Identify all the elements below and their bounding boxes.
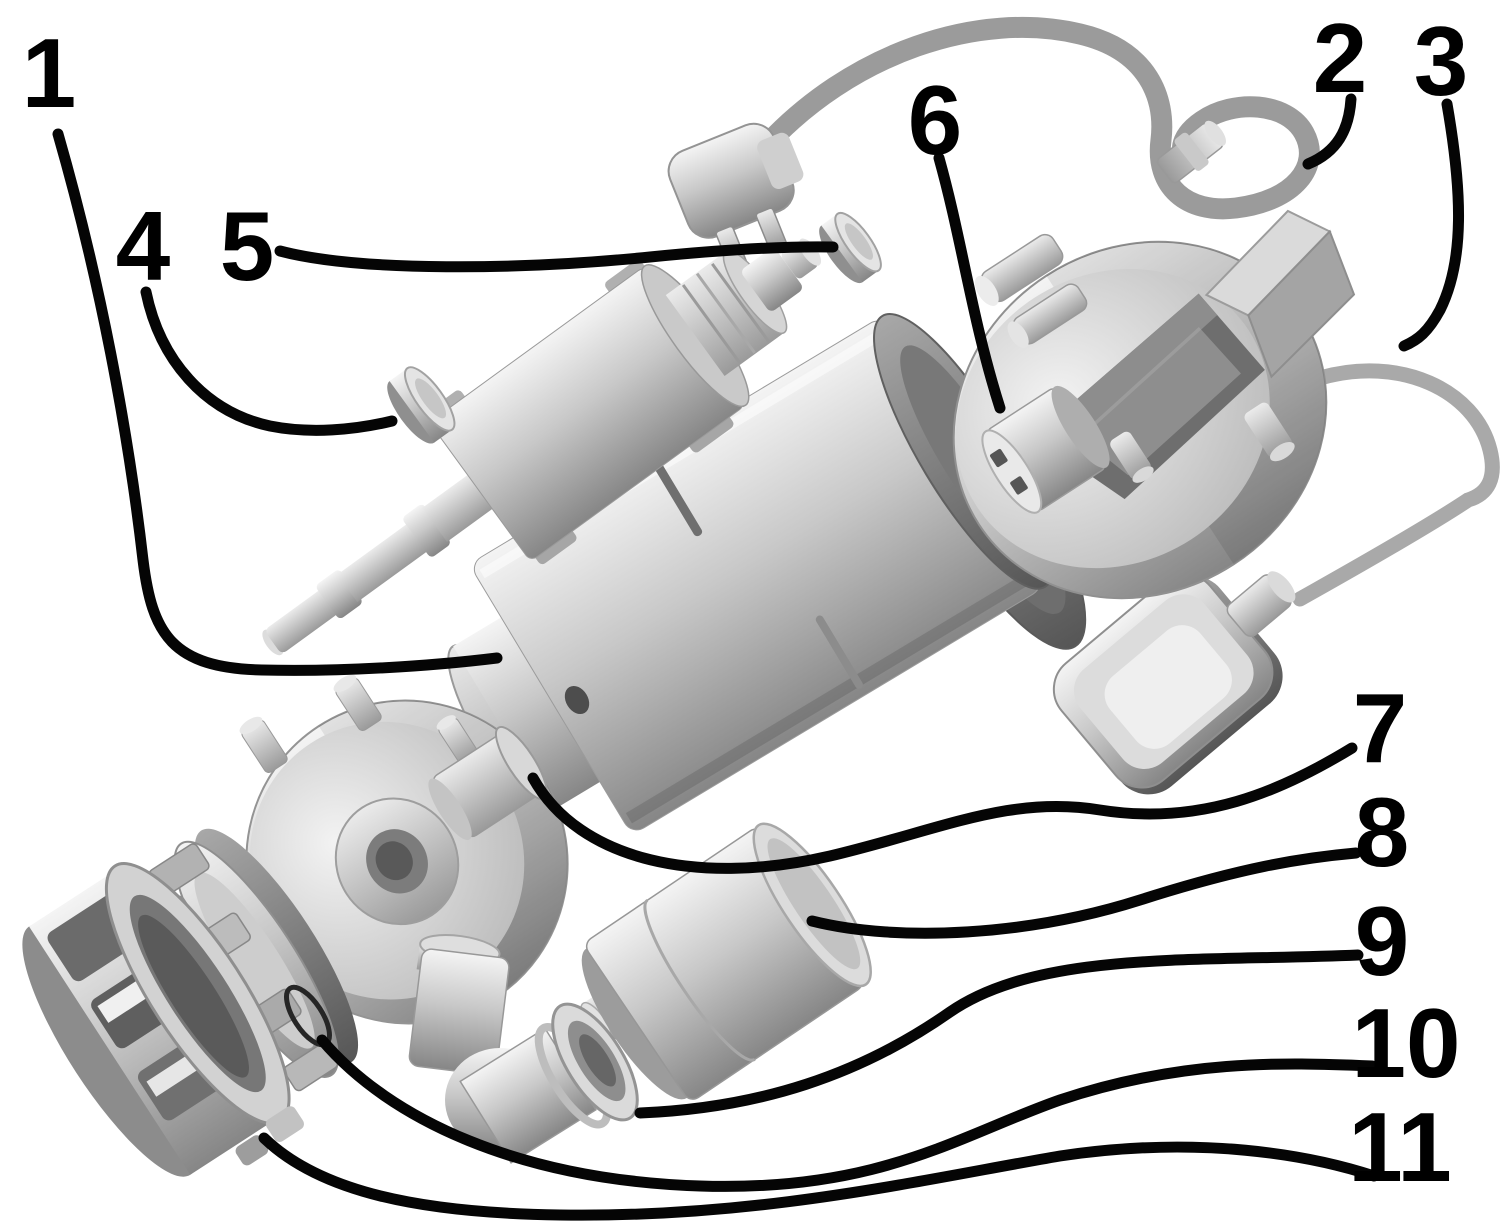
power-cord — [751, 16, 1320, 220]
capacitor-terminal-slot — [990, 448, 1008, 468]
housing-stud — [1244, 402, 1295, 462]
strainer-base — [22, 862, 304, 1177]
volute-stud — [239, 716, 288, 774]
motor-vent-slit — [652, 459, 703, 537]
strainer-foot — [235, 1135, 269, 1166]
motor-screw-hole — [564, 685, 590, 715]
leader-line-4-bearing-disc-front — [140, 286, 398, 436]
callout-number-8: 8 — [1355, 777, 1410, 887]
strainer-foot — [265, 1106, 304, 1142]
cable-clamp-bracket — [1204, 209, 1356, 379]
shaft-end — [266, 590, 338, 653]
leader-line-7-mechanical-seal — [527, 742, 1358, 874]
callout-number-7: 7 — [1353, 673, 1408, 783]
elbow-flange — [534, 1002, 639, 1129]
float-switch — [1052, 571, 1296, 795]
capacitor-terminal-slot — [1010, 476, 1028, 495]
leader-line-8-oil-chamber-housing — [806, 847, 1362, 939]
leader-line-3-float-switch-cable — [1398, 98, 1465, 352]
callout-number-1: 1 — [22, 18, 77, 128]
housing-stud — [1110, 431, 1154, 483]
callout-number-3: 3 — [1414, 6, 1469, 116]
capacitor — [981, 385, 1110, 514]
housing-lug — [1007, 283, 1088, 349]
volute-stud — [436, 715, 478, 764]
callout-number-9: 9 — [1355, 886, 1410, 996]
callout-number-10: 10 — [1351, 988, 1460, 1098]
callout-number-4: 4 — [116, 191, 171, 301]
leader-line-9-discharge-elbow — [634, 949, 1364, 1119]
bearing-disc-top — [819, 211, 882, 284]
bearing-disc-front — [387, 366, 456, 444]
leader-line-6-capacitor — [933, 152, 1006, 414]
leader-line-1-motor-body — [52, 128, 503, 676]
discharge-elbow — [408, 934, 639, 1164]
volute-stud — [333, 674, 382, 732]
motor-vent-slit — [815, 615, 863, 689]
leader-line-2-power-cord — [1302, 93, 1357, 170]
callout-number-5: 5 — [220, 191, 275, 301]
callout-number-2: 2 — [1313, 3, 1368, 113]
leader-line-5-bearing-disc-top — [274, 241, 839, 273]
leader-line-11-strainer-base — [258, 1132, 1380, 1221]
leader-line-10-seal-ring — [316, 1034, 1378, 1192]
float-switch-cable — [1292, 363, 1500, 607]
housing-lug — [974, 233, 1064, 306]
callout-number-11: 11 — [1348, 1092, 1452, 1202]
parts-layer — [22, 16, 1500, 1177]
strain-relief-fitting — [1156, 120, 1226, 184]
callout-number-6: 6 — [908, 65, 963, 175]
